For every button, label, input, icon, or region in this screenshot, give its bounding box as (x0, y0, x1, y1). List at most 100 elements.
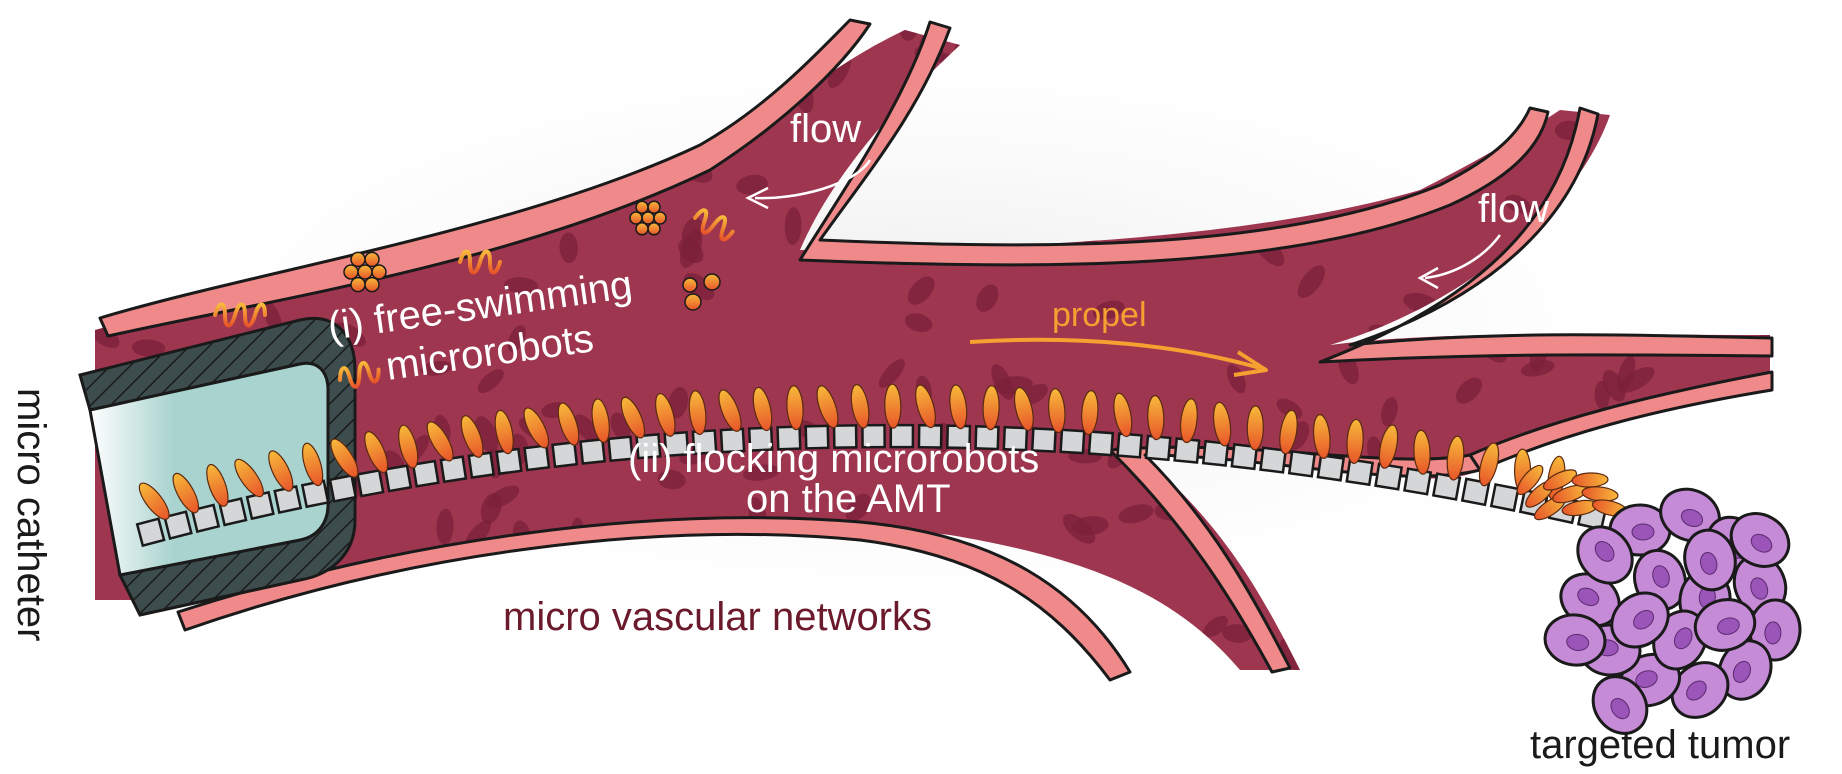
flocking-microrobot (460, 415, 484, 458)
flocking-microrobot (1246, 405, 1264, 451)
amt-segment (663, 430, 690, 458)
blood-cell (137, 30, 168, 55)
flocking-microrobot (1279, 409, 1298, 455)
tumor-cell (1670, 661, 1730, 719)
flocking-microrobot (718, 389, 742, 432)
flocking-microrobot (1542, 469, 1578, 491)
blood-cell (131, 339, 166, 357)
blood-cell (1504, 194, 1532, 214)
amt-segment (579, 438, 606, 465)
blood-cell (507, 325, 526, 353)
blood-cell (1648, 30, 1683, 56)
amt-segment (635, 433, 662, 460)
blood-cell (1520, 360, 1555, 377)
amt-segment (135, 517, 166, 548)
tumor-cell (1729, 512, 1791, 568)
blood-cell (1202, 615, 1229, 638)
amt-segment (1287, 449, 1317, 478)
flocking-microrobot (523, 407, 550, 449)
flocking-microrobot (850, 383, 870, 429)
flocking-microrobot (1346, 418, 1364, 464)
tumor-cell (1610, 591, 1670, 649)
blood-cell (420, 360, 452, 376)
blood-cell (1665, 111, 1697, 128)
amt-segment (551, 441, 579, 469)
blood-cell (878, 359, 905, 388)
blood-cell (111, 93, 138, 119)
amt-segment (1087, 430, 1115, 457)
wall-top-right-upper (798, 20, 1550, 267)
propel-arrow-head (1233, 350, 1268, 377)
amt-segment (832, 424, 858, 449)
blood-cell (1709, 30, 1736, 39)
flocking-microrobot (915, 384, 936, 429)
tumor-cell (1576, 525, 1634, 585)
amt-segment (1259, 446, 1288, 474)
flocking-label-line1: (ii) flocking microrobots (628, 437, 1039, 481)
blood-cell (263, 30, 288, 43)
blood-cell (1750, 443, 1770, 466)
flocking-microrobot (884, 383, 902, 429)
amt-segment (861, 423, 886, 449)
flow-arrow-top-head (745, 186, 769, 210)
flocking-microrobot (557, 402, 580, 446)
amt-segment (1489, 482, 1520, 512)
helix-icon (213, 302, 267, 328)
flocking-microrobot (172, 472, 200, 514)
flocking-microrobot (688, 390, 707, 436)
wall-top-left (98, 18, 872, 338)
flocking-microrobot (1446, 435, 1465, 481)
blood-cell (224, 57, 255, 74)
amt-segment (804, 424, 830, 450)
flocking-microrobot (1113, 392, 1133, 438)
blood-cell (1226, 364, 1246, 394)
blood-cell (301, 30, 317, 49)
flocking-microrobot (330, 438, 359, 478)
blood-cell (1730, 30, 1760, 33)
flocking-microrobot (398, 424, 419, 469)
blood-cell (904, 313, 933, 333)
flocking-microrobot (752, 386, 773, 432)
blood-cell (1456, 377, 1482, 404)
flow-label-right: flow (1478, 187, 1549, 231)
blood-cell (679, 229, 703, 268)
tumor-cell (1543, 613, 1607, 667)
wall-bottom-left (176, 516, 1132, 682)
flocking-microrobot (1147, 395, 1165, 441)
flocking-microrobot (1478, 442, 1500, 487)
amt-segment (439, 455, 468, 484)
amt-segment (1002, 425, 1029, 452)
blood-cell (95, 324, 120, 349)
blood-fill (95, 30, 1770, 670)
flocking-microrobot (426, 421, 454, 462)
blood-cell (668, 386, 689, 419)
blood-cell (1388, 644, 1415, 670)
blood-cell (222, 46, 258, 72)
sphere-cluster-icon (629, 200, 667, 236)
amt-segment (889, 423, 915, 449)
flocking-microrobot (1179, 398, 1198, 444)
flocking-microrobot (620, 396, 646, 439)
flocking-microrobot (138, 482, 170, 520)
blood-cell (436, 508, 454, 545)
amt-segment (719, 427, 746, 454)
sphere-cluster-icon (343, 251, 387, 293)
flocking-microrobot (1378, 424, 1399, 469)
amt-segment (1059, 428, 1086, 455)
tumor-cell (1591, 675, 1649, 735)
blood-cell (1769, 30, 1770, 44)
amt-segment (776, 425, 802, 451)
propel-arrow-icon (969, 337, 1261, 370)
amt-segment (356, 468, 385, 498)
flow-label-top: flow (790, 107, 861, 151)
catheter-label: micro catheter (9, 388, 53, 641)
flocking-label-line2: on the AMT (746, 477, 951, 521)
blood-cell (941, 663, 970, 670)
flocking-microrobot (816, 385, 839, 429)
blood-cell (504, 277, 539, 294)
flocking-microrobot (591, 398, 610, 444)
tumor-label: targeted tumor (1530, 723, 1790, 767)
flocking-microrobot (206, 463, 229, 507)
flocking-microrobot (1413, 429, 1431, 475)
flocking-microrobot (1516, 464, 1544, 496)
